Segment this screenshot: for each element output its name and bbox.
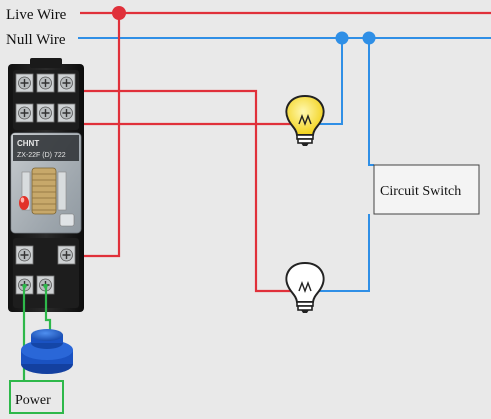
circuit-switch-box xyxy=(373,164,480,215)
switch-to-bulb-bottom-wire xyxy=(318,214,370,292)
relay-top-terminals xyxy=(13,70,79,130)
null-wire-junction-2 xyxy=(362,31,376,45)
null-wire-bulb-top-branch xyxy=(318,38,343,125)
push-button-cap xyxy=(31,329,63,341)
null-wire-switch-branch xyxy=(368,38,374,166)
live-wire-label: Live Wire xyxy=(6,7,67,23)
relay-led xyxy=(19,196,29,210)
power-label: Power xyxy=(15,393,51,408)
null-wire-junction-1 xyxy=(335,31,349,45)
relay-brand-label: CHNT xyxy=(17,139,39,148)
null-wire xyxy=(78,37,491,292)
push-button xyxy=(21,329,73,374)
bulb-on-icon xyxy=(285,94,325,146)
relay: CHNT ZX-22F (D) 722 xyxy=(8,58,84,312)
relay-module: CHNT ZX-22F (D) 722 xyxy=(10,132,82,234)
live-wire xyxy=(76,11,491,293)
relay-model-label: ZX-22F (D) 722 xyxy=(17,152,66,159)
power-box xyxy=(9,380,64,414)
control-wire-terminal-left xyxy=(22,283,27,289)
bulb-off-icon xyxy=(285,261,325,313)
live-wire-relay-feed xyxy=(76,13,121,258)
control-wire-terminal-right xyxy=(43,283,48,289)
circuit-switch-label: Circuit Switch xyxy=(380,184,461,199)
relay-bottom-terminals xyxy=(13,238,79,308)
relay-to-bulb-bottom-wire xyxy=(76,89,292,293)
relay-mount-tab xyxy=(30,58,62,68)
null-wire-label: Null Wire xyxy=(6,32,66,48)
live-wire-junction xyxy=(112,6,126,20)
